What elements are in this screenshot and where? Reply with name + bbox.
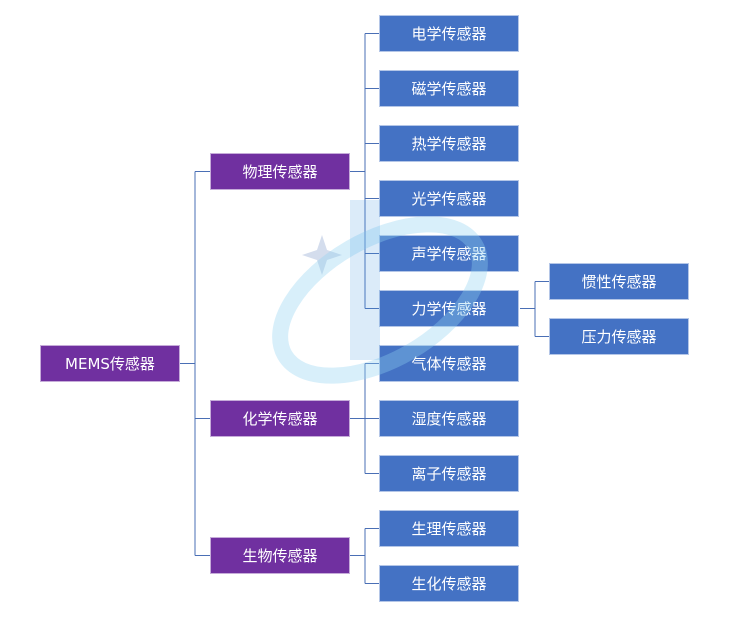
node-gas-sensor: 气体传感器 bbox=[379, 345, 519, 382]
node-physical-sensor: 物理传感器 bbox=[210, 153, 350, 190]
node-bio-sensor: 生物传感器 bbox=[210, 537, 350, 574]
node-magnetic-sensor: 磁学传感器 bbox=[379, 70, 519, 107]
node-thermal-sensor: 热学传感器 bbox=[379, 125, 519, 162]
node-pressure-sensor: 压力传感器 bbox=[549, 318, 689, 355]
node-physiological-sensor: 生理传感器 bbox=[379, 510, 519, 547]
node-chemical-sensor: 化学传感器 bbox=[210, 400, 350, 437]
node-mechanical-sensor: 力学传感器 bbox=[379, 290, 519, 327]
node-optical-sensor: 光学传感器 bbox=[379, 180, 519, 217]
node-inertial-sensor: 惯性传感器 bbox=[549, 263, 689, 300]
root-node: MEMS传感器 bbox=[40, 345, 180, 382]
node-electrical-sensor: 电学传感器 bbox=[379, 15, 519, 52]
node-biochemical-sensor: 生化传感器 bbox=[379, 565, 519, 602]
node-humidity-sensor: 湿度传感器 bbox=[379, 400, 519, 437]
node-ion-sensor: 离子传感器 bbox=[379, 455, 519, 492]
node-acoustic-sensor: 声学传感器 bbox=[379, 235, 519, 272]
